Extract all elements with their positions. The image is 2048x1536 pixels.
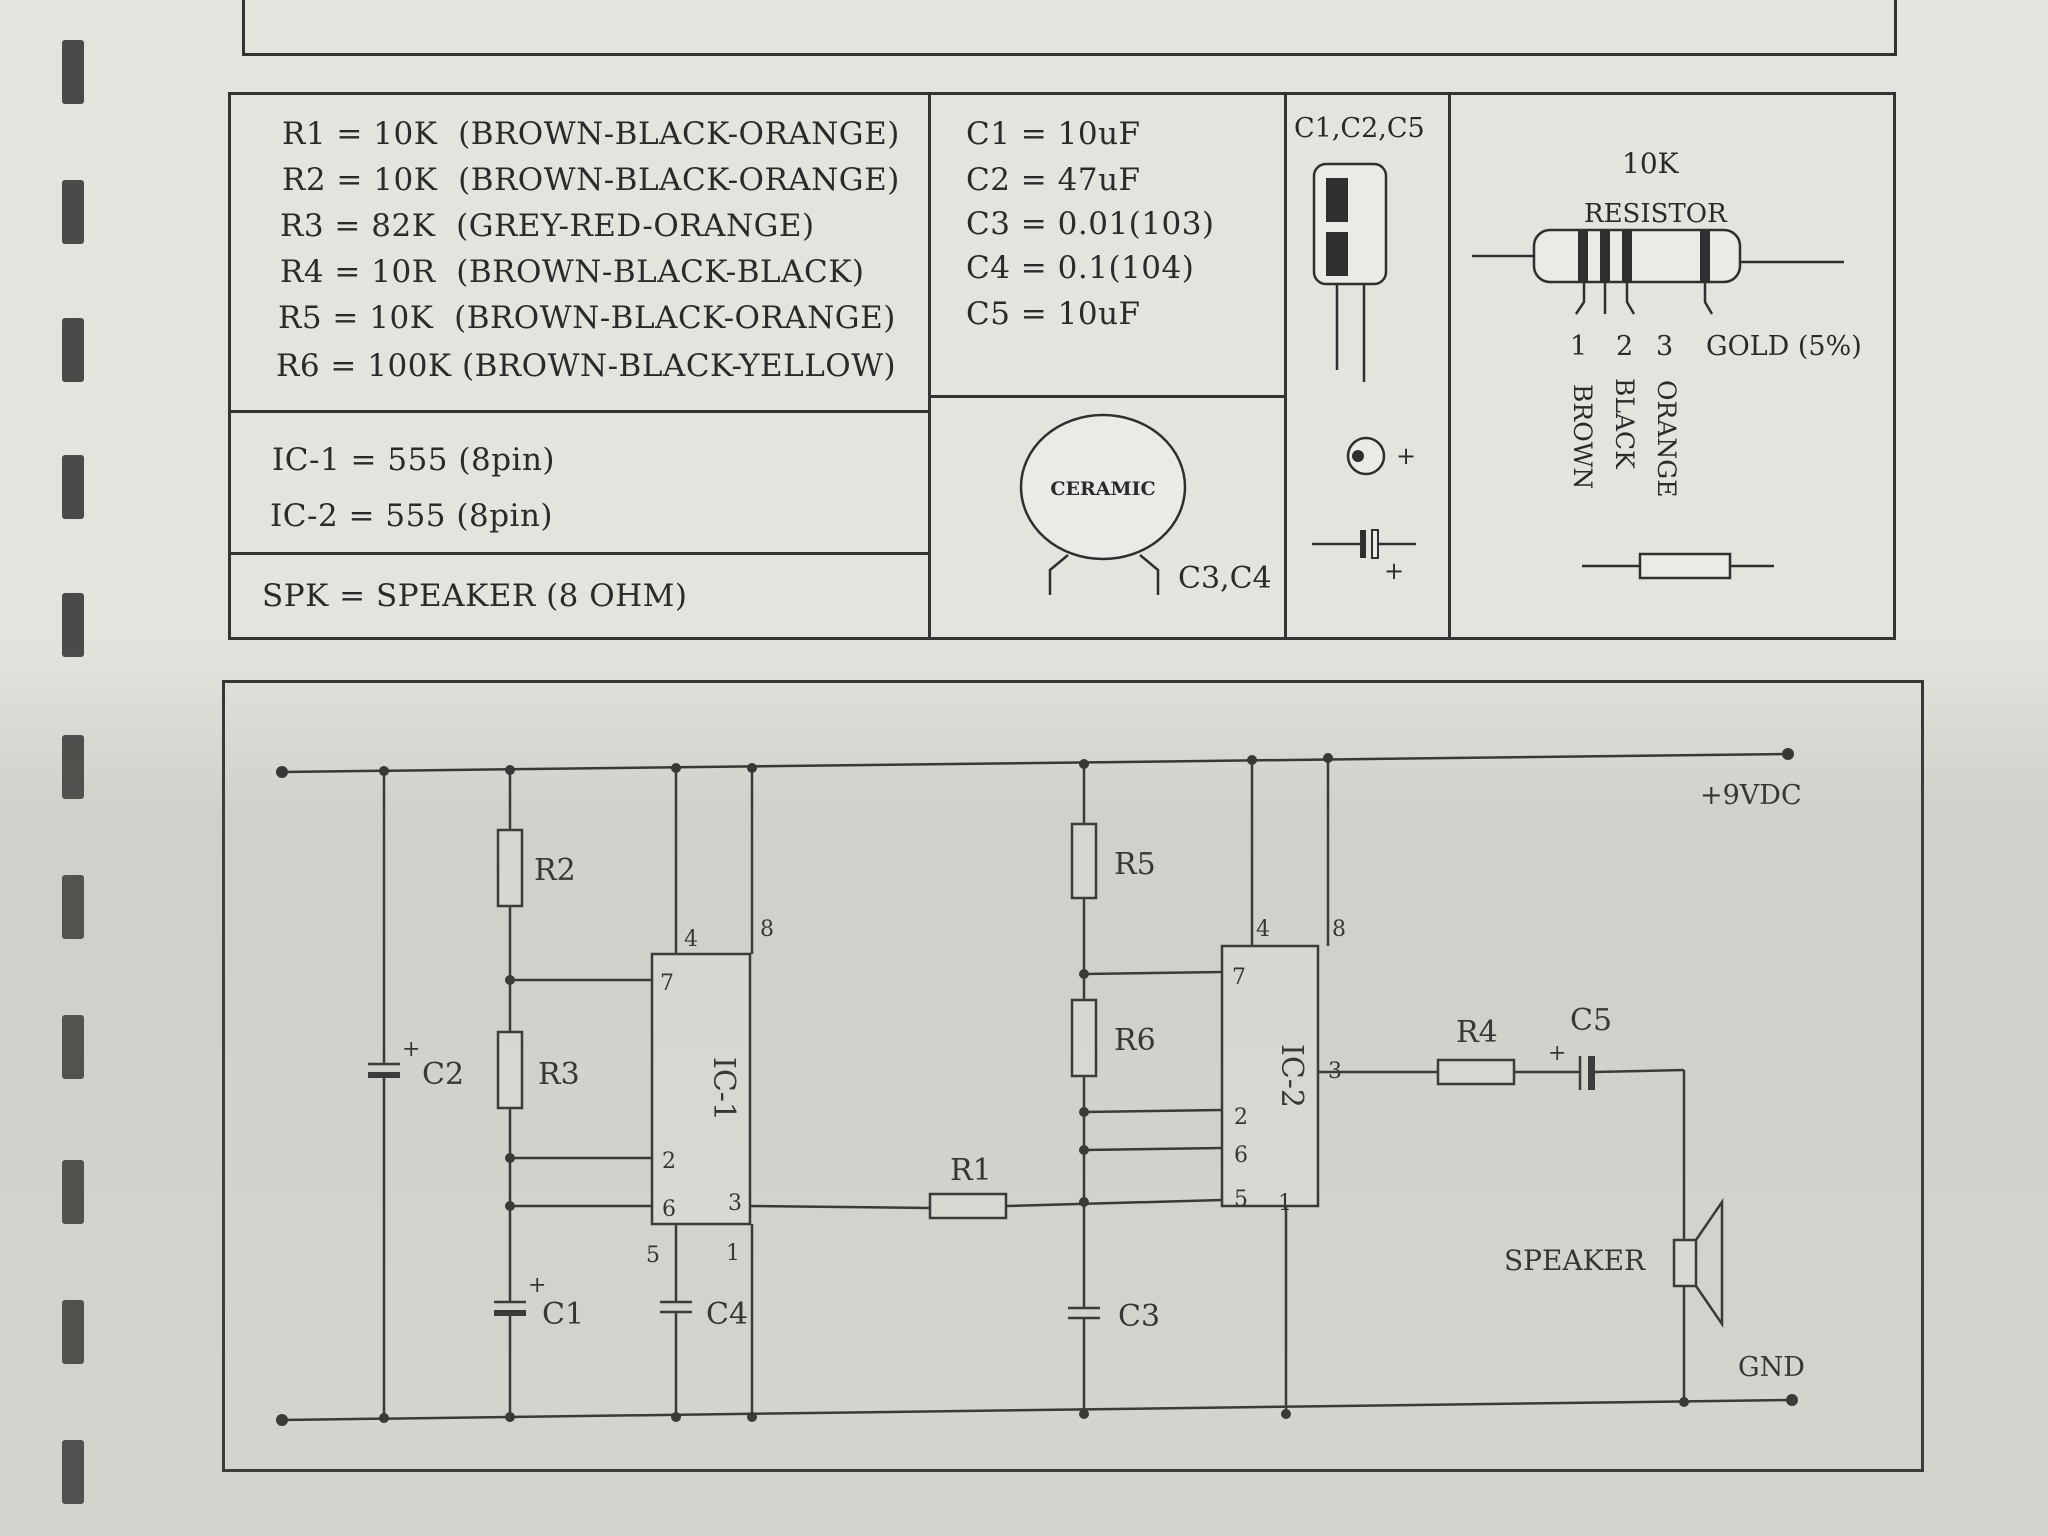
binder-hole — [62, 735, 84, 799]
list-item: C3 = 0.01(103) — [966, 206, 1215, 242]
divider — [228, 552, 928, 555]
guide-title: RESISTOR — [1584, 199, 1728, 229]
band-color-label: BLACK — [1610, 378, 1639, 470]
pin-number: 8 — [760, 917, 774, 942]
list-item: R2 = 10K (BROWN-BLACK-ORANGE) — [282, 162, 900, 198]
r3-resistor — [496, 1030, 524, 1110]
band-number: 1 — [1570, 331, 1587, 362]
speaker-label: SPEAKER — [1504, 1244, 1646, 1277]
pin-number: 7 — [1232, 965, 1246, 990]
band-color-label: ORANGE — [1652, 380, 1681, 497]
r5-label: R5 — [1114, 847, 1156, 882]
r2-label: R2 — [534, 853, 576, 888]
schematic-diagram: +9VDC GND + C2 R2 R3 + C1 IC-1 — [276, 748, 1805, 1426]
ic1-label: IC-1 — [706, 1057, 741, 1121]
plus-label: + — [528, 1273, 546, 1298]
ic1-chip — [650, 952, 752, 1226]
pin-number: 4 — [684, 927, 698, 952]
plus-label: + — [402, 1037, 420, 1062]
ceramic-capacitor-drawing: CERAMIC C3,C4 — [1019, 413, 1272, 596]
c3-label: C3 — [1118, 1299, 1160, 1334]
resistor-color-guide: 10K RESISTOR 1 2 3 GOLD (5%) BROWN BLACK… — [1472, 147, 1862, 580]
r6-label: R6 — [1114, 1023, 1156, 1058]
band-color-label: BROWN — [1568, 384, 1597, 489]
r4-resistor — [1436, 1058, 1516, 1086]
speaker-symbol — [1672, 1238, 1698, 1288]
list-item: C2 = 47uF — [966, 162, 1141, 198]
speaker-item: SPK = SPEAKER (8 OHM) — [262, 578, 688, 614]
schematic-box — [222, 680, 1924, 1472]
ground-label: GND — [1738, 1352, 1805, 1383]
pin-number: 5 — [646, 1243, 660, 1268]
previous-section-box — [242, 0, 1897, 56]
band-number: 2 — [1616, 331, 1633, 362]
binder-hole — [62, 1440, 84, 1504]
c1-label: C1 — [542, 1297, 584, 1332]
binder-hole — [62, 1300, 84, 1364]
ceramic-capacitor-body — [1019, 413, 1187, 561]
r1-label: R1 — [950, 1153, 992, 1188]
supply-label: +9VDC — [1700, 780, 1802, 811]
list-item: R4 = 10R (BROWN-BLACK-BLACK) — [280, 254, 865, 290]
pin-number: 4 — [1256, 917, 1270, 942]
binder-hole — [62, 455, 84, 519]
list-item: IC-1 = 555 (8pin) — [272, 442, 556, 478]
pin-number: 7 — [660, 971, 674, 996]
binder-hole — [62, 40, 84, 104]
list-item: C4 = 0.1(104) — [966, 250, 1195, 286]
pin-number: 1 — [726, 1241, 740, 1266]
binder-hole — [62, 593, 84, 657]
pin-number: 5 — [1234, 1187, 1248, 1212]
parts-list-box — [228, 92, 1896, 640]
list-item: IC-2 = 555 (8pin) — [270, 498, 554, 534]
c5-label: C5 — [1570, 1003, 1612, 1038]
divider — [1284, 92, 1287, 640]
pin-number: 3 — [728, 1191, 742, 1216]
c2-label: C2 — [422, 1057, 464, 1092]
list-item: R6 = 100K (BROWN-BLACK-YELLOW) — [276, 348, 897, 384]
list-item: R5 = 10K (BROWN-BLACK-ORANGE) — [278, 300, 896, 336]
pin-number: 6 — [662, 1197, 676, 1222]
list-item: C1 = 10uF — [966, 116, 1141, 152]
gold-tolerance-label: GOLD (5%) — [1706, 331, 1862, 362]
binder-hole — [62, 875, 84, 939]
pin-number: 1 — [1278, 1191, 1292, 1216]
c4-label: C4 — [706, 1297, 748, 1332]
plus-label: + — [1548, 1041, 1566, 1066]
list-item: R1 = 10K (BROWN-BLACK-ORANGE) — [282, 116, 900, 152]
binder-hole — [62, 1015, 84, 1079]
plus-label: + — [1384, 557, 1404, 585]
ground-rail — [281, 1398, 1793, 1422]
band-number: 3 — [1656, 331, 1673, 362]
r5-resistor — [1070, 822, 1098, 900]
list-item: C5 = 10uF — [966, 296, 1141, 332]
r1-resistor — [928, 1192, 1008, 1220]
pin-number: 6 — [1234, 1143, 1248, 1168]
guide-value: 10K — [1622, 147, 1680, 180]
divider — [228, 410, 928, 413]
binder-hole — [62, 180, 84, 244]
r4-label: R4 — [1456, 1015, 1498, 1050]
electrolytic-label: C1,C2,C5 — [1294, 113, 1425, 144]
pin-number: 2 — [662, 1149, 676, 1174]
divider — [928, 92, 931, 640]
r3-label: R3 — [538, 1057, 580, 1092]
divider — [928, 395, 1284, 398]
pin-number: 2 — [1234, 1105, 1248, 1130]
binder-hole — [62, 1160, 84, 1224]
pin-number: 8 — [1332, 917, 1346, 942]
ic2-chip — [1220, 944, 1320, 1208]
ceramic-label: C3,C4 — [1178, 561, 1272, 596]
r2-resistor — [496, 828, 524, 908]
ceramic-text: CERAMIC — [1050, 478, 1155, 500]
list-item: R3 = 82K (GREY-RED-ORANGE) — [280, 208, 815, 244]
binder-hole — [62, 318, 84, 382]
divider — [1448, 92, 1451, 640]
supply-rail — [281, 752, 1789, 774]
electrolytic-capacitor-drawing: C1,C2,C5 + + — [1294, 113, 1425, 585]
r6-resistor — [1070, 998, 1098, 1078]
ic2-label: IC-2 — [1274, 1044, 1309, 1108]
plus-label: + — [1396, 442, 1416, 470]
